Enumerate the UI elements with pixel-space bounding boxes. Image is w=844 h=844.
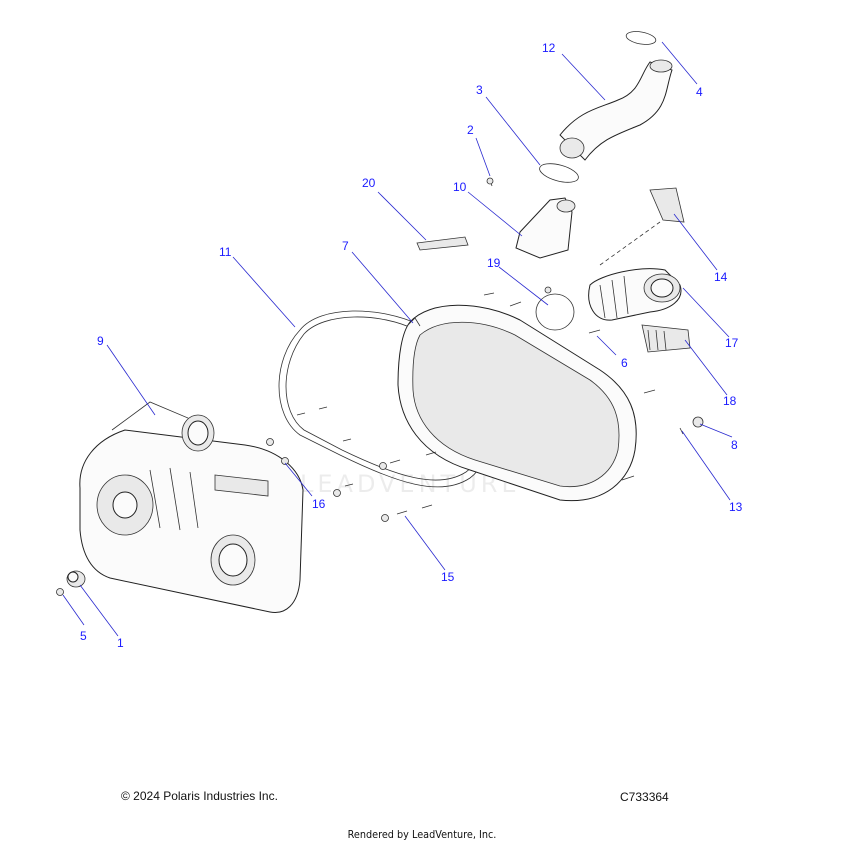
callout-19: 19 bbox=[487, 256, 501, 270]
duct-clamp bbox=[625, 31, 657, 45]
callouts: 1 2 3 4 5 6 7 8 9 10 11 12 13 14 15 16 1… bbox=[80, 41, 743, 650]
o-ring bbox=[535, 293, 575, 331]
callout-9: 9 bbox=[97, 334, 104, 348]
callout-2: 2 bbox=[467, 123, 474, 137]
callout-6: 6 bbox=[621, 356, 628, 370]
grommet bbox=[692, 416, 704, 428]
filter-decal bbox=[649, 187, 685, 223]
duct-fitting bbox=[66, 570, 86, 588]
screw bbox=[486, 177, 494, 187]
screen bbox=[641, 324, 691, 353]
pin bbox=[679, 427, 684, 435]
callout-13: 13 bbox=[729, 500, 743, 514]
callout-20: 20 bbox=[362, 176, 376, 190]
callout-14: 14 bbox=[714, 270, 728, 284]
outer-clutch-cover bbox=[79, 401, 304, 614]
intake-duct bbox=[559, 59, 673, 161]
callout-1: 1 bbox=[117, 636, 124, 650]
callout-11: 11 bbox=[219, 245, 232, 259]
nut bbox=[56, 588, 64, 596]
diagram-code: C733364 bbox=[620, 790, 669, 804]
callout-5: 5 bbox=[80, 629, 87, 643]
callout-8: 8 bbox=[731, 438, 738, 452]
callout-4: 4 bbox=[696, 85, 703, 99]
washers bbox=[266, 438, 389, 522]
callout-3: 3 bbox=[476, 83, 483, 97]
intake-boot bbox=[588, 268, 682, 321]
hose-clamp bbox=[539, 163, 579, 183]
bolts bbox=[296, 292, 656, 515]
inner-clutch-cover bbox=[397, 304, 637, 502]
callout-7: 7 bbox=[342, 239, 349, 253]
callout-17: 17 bbox=[725, 336, 739, 350]
callout-18: 18 bbox=[723, 394, 737, 408]
callout-15: 15 bbox=[441, 570, 455, 584]
callout-12: 12 bbox=[542, 41, 556, 55]
copyright-text: © 2024 Polaris Industries Inc. bbox=[121, 789, 278, 803]
callout-16: 16 bbox=[312, 497, 326, 511]
cover-gasket bbox=[278, 310, 488, 488]
callout-10: 10 bbox=[453, 180, 467, 194]
decal bbox=[416, 236, 469, 251]
rendered-by-text: Rendered by LeadVenture, Inc. bbox=[347, 828, 497, 841]
duct-adapter bbox=[515, 197, 576, 259]
leader-lines bbox=[62, 41, 733, 637]
